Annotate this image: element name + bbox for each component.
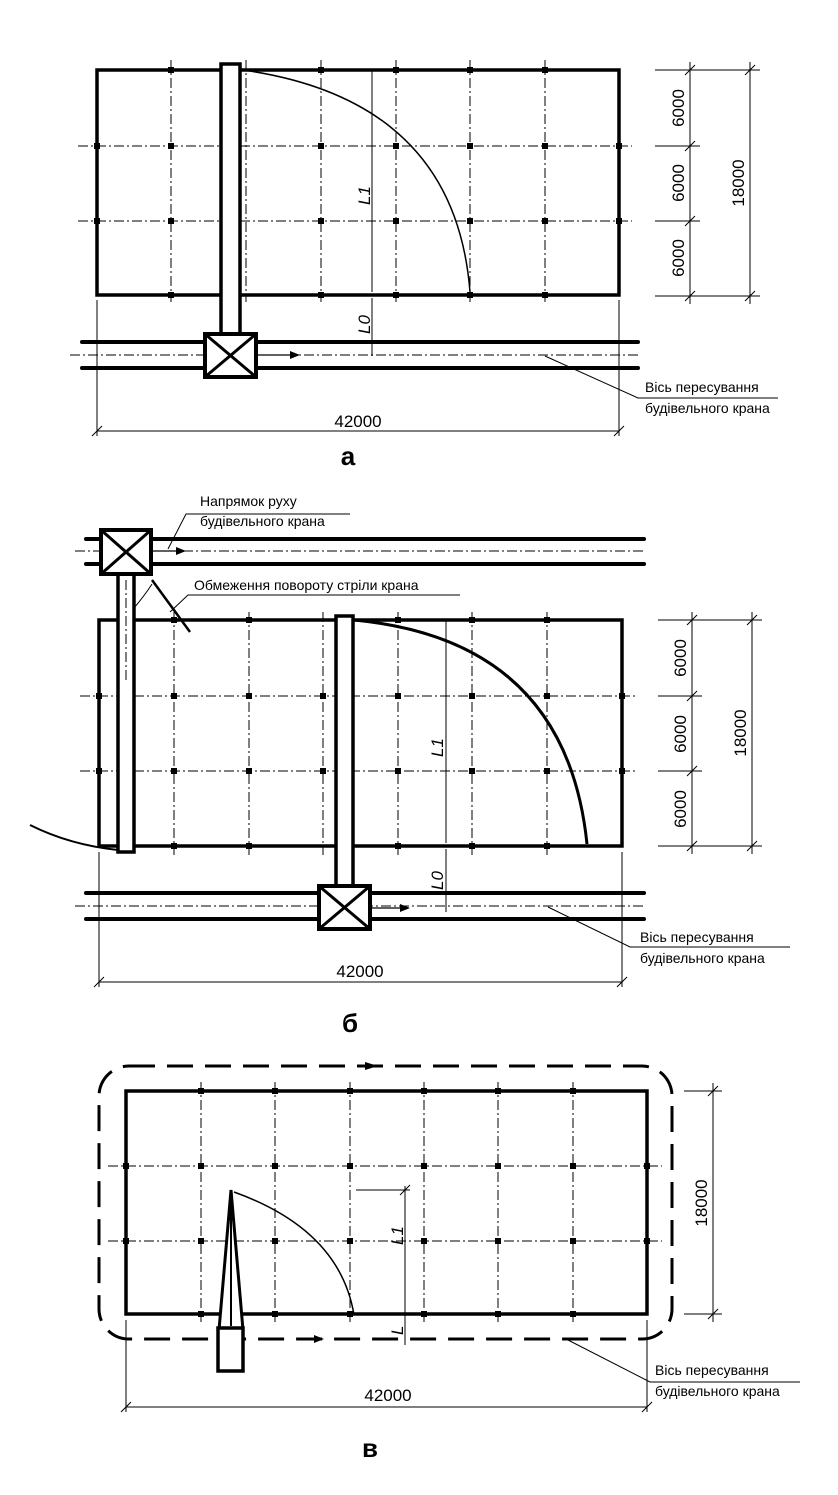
panel-b-middle-crane-cab (317, 884, 372, 931)
panel-a-length-value: 42000 (334, 412, 381, 431)
panel-b-direction-note-line2: будівельного крана (200, 513, 325, 529)
panel-a-total-width: 18000 (729, 159, 748, 206)
panel-a-boom-swing-arc (242, 69, 471, 293)
panel-c-length-dimension (120, 1320, 653, 1413)
panel-b-bay-2: 6000 (671, 715, 690, 753)
panel-a-bay-3: 6000 (669, 239, 688, 277)
panel-b-middle-boom-swing-arc (353, 618, 589, 845)
panel-a-crane-rails (70, 340, 640, 370)
panel-a: L1 L0 42000 6000 6000 6000 18000 Вісь пе… (70, 60, 778, 471)
panel-b-rotation-limit-arc (133, 583, 153, 609)
panel-c-total-width: 18000 (692, 1179, 711, 1226)
panel-c-axis-leader (567, 1339, 800, 1383)
panel-a-bay-1: 6000 (669, 89, 688, 127)
panel-c-boom-swing-arc (233, 1191, 355, 1316)
panel-a-bay-2: 6000 (669, 164, 688, 202)
panel-b-building-outline (97, 618, 624, 848)
panel-b-left-crane-boom (116, 564, 136, 854)
panel-a-L0-label: L0 (355, 315, 374, 334)
panel-b-column-grid (80, 612, 635, 855)
panel-b-upper-crane-rails (75, 537, 646, 566)
panel-c-crane-travel-path (97, 1064, 674, 1341)
panel-b-left-boom-swing-arc (29, 824, 119, 851)
panel-b-rotation-limit-note: Обмеження повороту стріли крана (194, 577, 419, 593)
panel-a-columns (94, 67, 622, 298)
panel-b-axis-note-line1: Вісь пересування (640, 929, 754, 945)
panel-b-axis-leader (547, 906, 790, 948)
panel-b-L1-label: L1 (428, 738, 447, 757)
panel-c-L-label: L (388, 1326, 407, 1335)
panel-a-crane-boom (219, 62, 242, 338)
panel-c-caption: в (362, 1433, 378, 1463)
panel-b-length-dimension (93, 852, 628, 988)
panel-a-axis-note-line2: будівельного крана (645, 400, 770, 416)
panel-c-path-arrow-bottom (314, 1335, 324, 1343)
panel-c-axis-note-line1: Вісь пересування (655, 1362, 769, 1378)
panel-a-building-outline (95, 68, 621, 297)
panel-b-bay-3: 6000 (671, 790, 690, 828)
panel-a-L1-label: L1 (355, 186, 374, 205)
panel-b-rotation-limit-stop (150, 579, 192, 633)
panel-c-path-arrow-top (365, 1062, 378, 1070)
panel-a-column-grid (78, 60, 632, 302)
panel-c-column-grid (108, 1082, 662, 1322)
panel-b-axis-note-line2: будівельного крана (640, 950, 765, 966)
panel-c-axis-note-line2: будівельного крана (655, 1383, 780, 1399)
panel-b-direction-leader (167, 513, 350, 550)
panel-c: L1 L 42000 18000 Вісь пересування будіве… (97, 1062, 800, 1463)
panel-b-L0-label: L0 (428, 871, 447, 890)
panel-c-length-value: 42000 (364, 1386, 411, 1405)
panel-b-width-dimensions (658, 612, 762, 854)
panel-b-length-value: 42000 (336, 962, 383, 981)
panel-a-crane-cab (203, 332, 258, 379)
panel-c-building-outline (124, 1089, 649, 1316)
panel-b-direction-note-line1: Напрямок руху (200, 493, 297, 509)
panel-b-total-width: 18000 (731, 709, 750, 756)
panel-a-width-dimensions (655, 62, 760, 304)
panel-c-width-dimension (684, 1083, 722, 1322)
panel-a-caption: а (341, 441, 356, 471)
panel-c-columns (123, 1088, 650, 1317)
panel-c-mobile-crane-body (216, 1326, 245, 1373)
panel-b-middle-crane-boom (334, 614, 355, 888)
panel-b-caption: б (342, 1008, 358, 1038)
panel-b-rotation-limit-leader (169, 594, 460, 613)
panel-c-mobile-crane-boom (217, 1189, 245, 1332)
panel-a-axis-leader (544, 355, 778, 399)
panel-c-reach-dimensions (356, 1184, 411, 1345)
panel-a-axis-note-line1: Вісь пересування (645, 379, 759, 395)
panel-b-bay-1: 6000 (671, 639, 690, 677)
panel-b-columns (96, 617, 625, 849)
panel-b: L1 L0 42000 6000 6000 6000 18000 Напрямо… (29, 493, 790, 1038)
panel-b-left-crane-cab (99, 528, 153, 576)
panel-a-length-dimension (91, 300, 625, 437)
panel-c-L1-label: L1 (388, 1226, 407, 1245)
